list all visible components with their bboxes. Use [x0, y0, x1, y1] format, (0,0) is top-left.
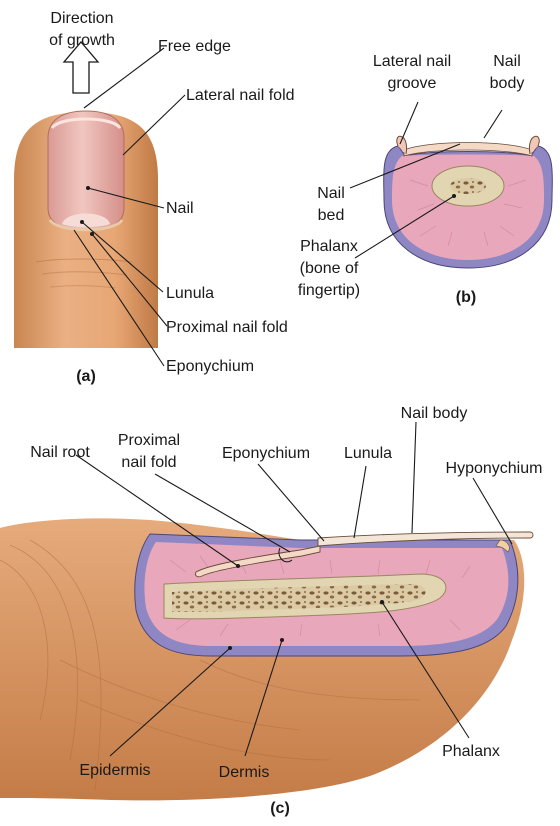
lateral-nail-fold-label: Lateral nail fold: [186, 87, 295, 104]
phalanx-label-3: fingertip): [298, 282, 360, 299]
panel-c: Nail root Proximal nail fold Eponychium …: [0, 405, 542, 817]
eponychium-label-c: Eponychium: [222, 445, 310, 462]
proximal-nail-fold-label: Proximal nail fold: [166, 319, 288, 336]
growth-arrow-icon: [64, 42, 98, 93]
phalanx-label-c: Phalanx: [442, 743, 500, 760]
eponychium-label: Eponychium: [166, 358, 254, 375]
nail-bed-label-2: bed: [318, 207, 345, 224]
panel-a: Direction of growth Free edge Lateral na…: [14, 10, 295, 385]
hyponychium-label: Hyponychium: [446, 460, 543, 477]
nail-plate-illustration: [48, 111, 124, 230]
proximal-nail-fold-label-c-2: nail fold: [121, 454, 176, 471]
lunula-label-c: Lunula: [344, 445, 392, 462]
nail-body-label-2: body: [490, 75, 525, 92]
proximal-nail-fold-label-c: Proximal: [118, 432, 180, 449]
dermis-label: Dermis: [219, 764, 270, 781]
free-edge-label: Free edge: [158, 38, 231, 55]
nail-bed-label: Nail: [317, 185, 345, 202]
lateral-nail-groove-label: Lateral nail: [373, 53, 451, 70]
panel-a-letter: (a): [76, 368, 96, 385]
lateral-nail-groove-label-2: groove: [388, 75, 437, 92]
direction-of-growth-label: Direction: [50, 10, 113, 27]
phalanx-label-2: (bone of: [300, 260, 359, 277]
nail-root-label: Nail root: [30, 444, 90, 461]
nail-body-label-c: Nail body: [401, 405, 468, 422]
nail-body-label: Nail: [493, 53, 521, 70]
panel-b: Lateral nail groove Nail body Nail bed P…: [298, 53, 553, 306]
epidermis-label: Epidermis: [79, 762, 150, 779]
nail-label: Nail: [166, 200, 194, 217]
direction-of-growth-label-2: of growth: [49, 32, 115, 49]
lunula-label: Lunula: [166, 285, 214, 302]
panel-c-letter: (c): [270, 800, 290, 817]
panel-b-letter: (b): [456, 289, 476, 306]
phalanx-label: Phalanx: [300, 238, 358, 255]
